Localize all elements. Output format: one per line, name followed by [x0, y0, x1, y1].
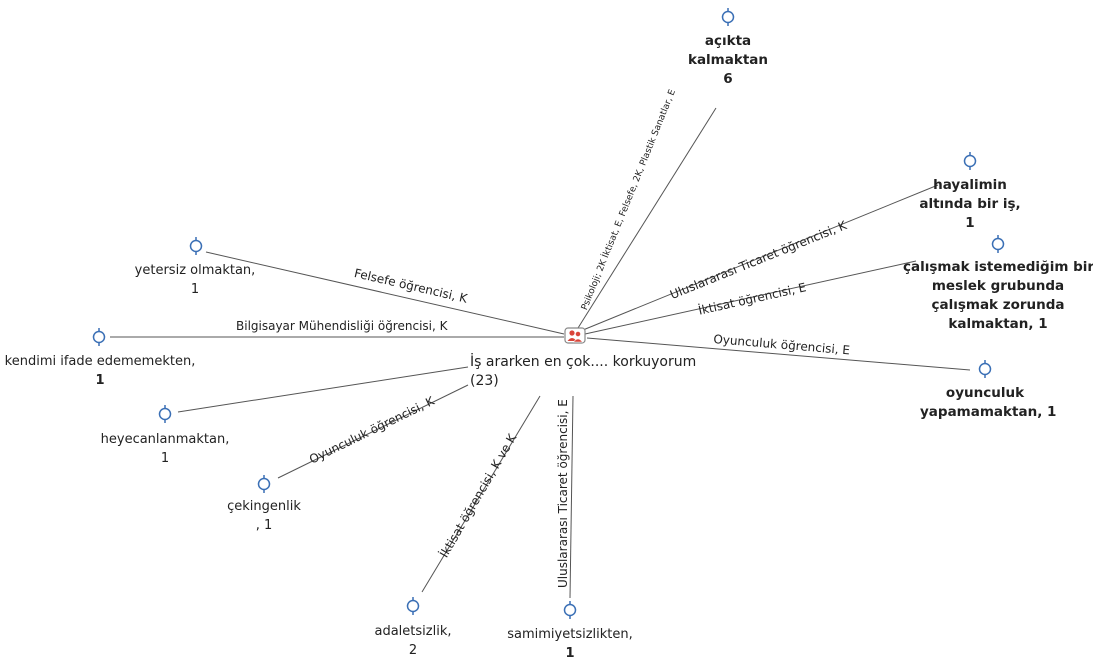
node-label-cekingen: çekingenlik , 1 [214, 497, 314, 535]
node-label-calismak: çalışmak istemediğim bir meslek grubunda… [903, 258, 1093, 334]
node-icon[interactable] [189, 237, 203, 255]
node-label-line: kendimi ifade edememekten, [4, 354, 196, 369]
node-label-adalet: adaletsizlik, 2 [358, 622, 468, 658]
edge-line-hayal [582, 184, 939, 331]
node-icon[interactable] [406, 597, 420, 615]
node-label-line: , 1 [255, 518, 273, 533]
node-label-line: çekingenlik [227, 499, 301, 514]
hub-node[interactable] [564, 327, 586, 344]
node-label-line: altında bir iş, [919, 196, 1021, 212]
node-label-line: hayalimin [933, 177, 1007, 193]
node-icon[interactable] [563, 601, 577, 619]
node-label-line: çalışmak istemediğim bir [903, 259, 1093, 275]
node-label-line: oyunculuk [945, 385, 1025, 401]
node-label-line: meslek grubunda [931, 278, 1065, 294]
edge-line-cekingen [277, 384, 469, 479]
edge-line-yetersiz [205, 251, 565, 335]
hub-title-text: İş ararken en çok.... korkuyorum [470, 354, 697, 370]
node-icon[interactable] [963, 152, 977, 170]
node-icon[interactable] [721, 8, 735, 26]
node-label-line: 1 [965, 215, 975, 231]
edge-line-samimiyet [569, 395, 574, 599]
edge-label-samimiyet: Uluslararası Ticaret öğrencisi, E [556, 399, 570, 588]
node-label-line: kalmaktan, 1 [948, 316, 1048, 332]
node-label-line: 1 [160, 451, 170, 466]
node-label-line: 2 [408, 643, 418, 658]
node-label-line: heyecanlanmaktan, [100, 432, 230, 447]
node-label-samimiyet: samimiyetsizlikten, 1 [500, 625, 640, 658]
node-label-line: yetersiz olmaktan, [134, 263, 256, 278]
hub-count: (23) [470, 373, 499, 389]
node-label-line: açıkta [704, 33, 752, 49]
node-icon[interactable] [991, 235, 1005, 253]
node-label-line: çalışmak zorunda [931, 297, 1065, 313]
node-label-hayal: hayalimin altında bir iş, 1 [905, 176, 1035, 233]
node-label-acikta: açıkta kalmaktan 6 [678, 32, 778, 89]
edge-line-heyecan [177, 366, 469, 413]
node-label-line: kalmaktan [687, 52, 769, 68]
node-label-line: 1 [190, 282, 200, 297]
node-label-line: adaletsizlik, [374, 624, 452, 639]
hub-title: İş ararken en çok.... korkuyorum (23) [470, 353, 696, 391]
edge-line-acikta [577, 107, 717, 329]
node-label-ifade: kendimi ifade edememekten, 1 [2, 352, 198, 390]
node-label-line: 6 [723, 71, 733, 87]
edge-line-adalet [421, 395, 541, 593]
node-label-line: yapamamaktan, 1 [920, 404, 1057, 420]
node-label-line: 1 [95, 373, 105, 388]
edge-line-calismak [584, 260, 917, 335]
people-group-icon [567, 330, 584, 343]
edge-label-ifade: Bilgisayar Mühendisliği öğrencisi, K [236, 319, 448, 333]
node-label-yetersiz: yetersiz olmaktan, 1 [130, 261, 260, 299]
node-icon[interactable] [257, 475, 271, 493]
node-icon[interactable] [158, 405, 172, 423]
node-icon[interactable] [978, 360, 992, 378]
node-icon[interactable] [92, 328, 106, 346]
node-label-line: 1 [565, 646, 575, 658]
edge-line-oyunculuk [586, 337, 971, 371]
node-label-oyunculuk: oyunculuk yapamamaktan, 1 [920, 384, 1057, 422]
node-label-line: samimiyetsizlikten, [507, 627, 633, 642]
node-label-heyecan: heyecanlanmaktan, 1 [95, 430, 235, 468]
